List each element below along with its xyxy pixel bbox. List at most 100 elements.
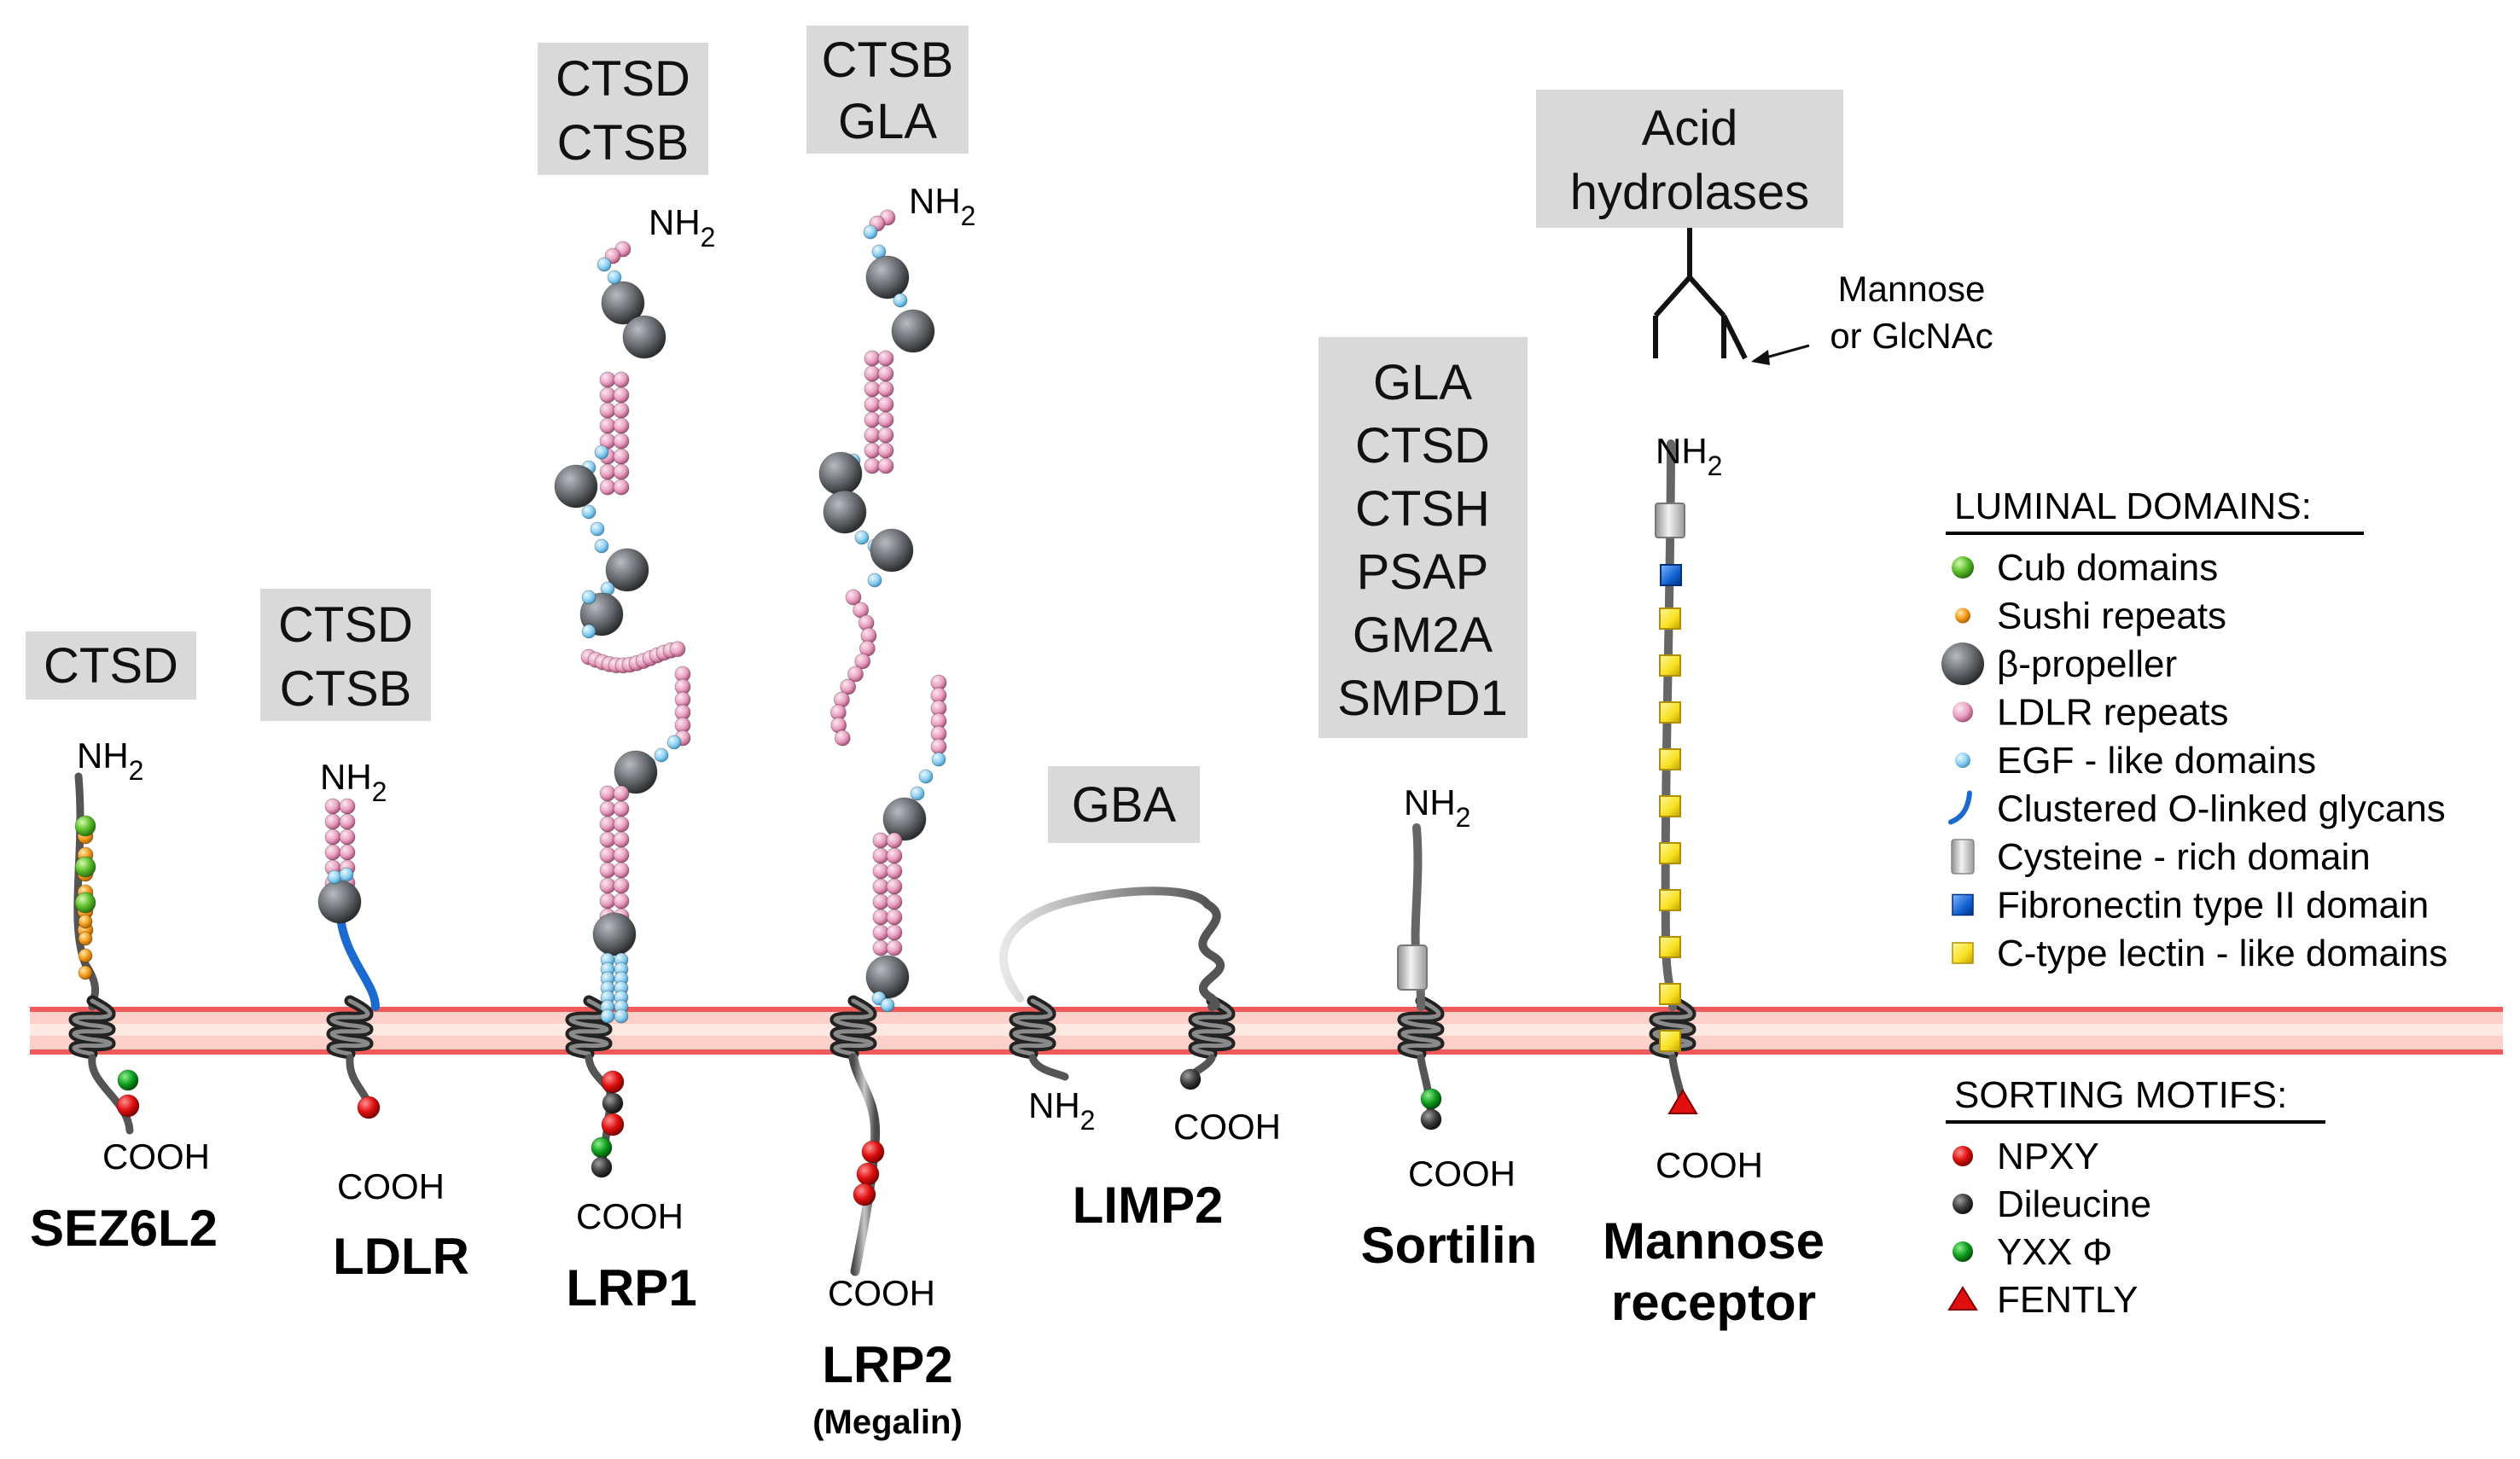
ldlr-repeat [872, 893, 889, 910]
ligand-label: CTSB [557, 115, 690, 171]
ldlr-repeat [834, 730, 851, 747]
egf-domain [854, 530, 870, 545]
protein-name-sez6l2: SEZ6L2 [30, 1200, 218, 1257]
egf-domain [918, 769, 934, 784]
ldlr-repeat [877, 427, 894, 444]
ldlr-repeat [872, 863, 889, 880]
cub-domain [74, 856, 96, 878]
protein-name-lrp1: LRP1 [566, 1259, 696, 1317]
cub-domain [74, 892, 96, 914]
ligand-label: CTSD [1355, 418, 1490, 474]
legend-label: FENTLY [1997, 1279, 2138, 1321]
ldlr-repeat [339, 828, 356, 846]
ligand-label: GBA [1072, 777, 1177, 833]
egf-domain [590, 521, 605, 537]
ldlr-repeat [864, 396, 881, 413]
ldlr-repeat [599, 371, 616, 388]
polypeptide-strand [1198, 900, 1225, 1011]
beta-propeller [592, 912, 637, 956]
protein-domains [74, 209, 1698, 1206]
yxx-phi-icon [1953, 1241, 1973, 1262]
ldlr-repeat [599, 892, 616, 910]
egf-domain [339, 867, 354, 882]
ligand-label: GM2A [1353, 607, 1493, 663]
ligand-label: CTSD [556, 51, 690, 107]
beta-propeller [818, 451, 863, 496]
fibronectin-icon [1952, 893, 1974, 916]
ldlr-repeat [877, 365, 894, 382]
beta-propeller [882, 797, 927, 841]
egf-domain [867, 573, 882, 588]
n-terminus-label: NH2 [77, 735, 143, 786]
ldlr-repeat [324, 844, 341, 861]
glycan-tree-icon [1653, 228, 1810, 365]
ligand-label: CTSH [1355, 481, 1490, 537]
polypeptide-strand [88, 1054, 134, 1135]
ldlr-repeat [877, 396, 894, 413]
ldlr-repeat [877, 381, 894, 398]
npxy-motif [861, 1140, 885, 1164]
ldlr-repeat [324, 828, 341, 846]
egf-domain [614, 1009, 629, 1024]
ligand-label: GLA [1373, 355, 1472, 410]
ldlr-repeat [864, 442, 881, 459]
ldlr-repeat [613, 816, 630, 833]
ldlr-repeat-icon [1953, 701, 1973, 723]
ldlr-repeat [339, 813, 356, 830]
legend-label: Clustered O-linked glycans [1997, 788, 2446, 830]
ligand-box-sez6l2: CTSD [26, 631, 196, 700]
npxy-motif [357, 1096, 381, 1119]
ldlr-repeat [872, 847, 889, 864]
c-type-lectin-domain [1659, 701, 1681, 724]
beta-propeller [891, 309, 935, 353]
beta-propeller [317, 880, 362, 924]
c-type-lectin-domain [1659, 748, 1681, 770]
ldlr-repeat [599, 479, 616, 496]
c-type-lectin-domain [1659, 936, 1681, 958]
ligand-label: Acid [1642, 101, 1738, 156]
beta-propeller [823, 490, 867, 534]
c-terminus-label: COOH [576, 1196, 684, 1236]
ldlr-repeat [877, 457, 894, 474]
transmembrane-helix-highlight [72, 998, 113, 1056]
c-terminus-label: COOH [1408, 1154, 1516, 1194]
egf-domain [666, 735, 682, 750]
cysteine-rich-domain [1397, 945, 1428, 991]
ldlr-repeat [930, 738, 947, 755]
ldlr-repeat [613, 387, 630, 404]
cub-domain [74, 815, 96, 837]
egf-domain [880, 997, 895, 1013]
ldlr-repeat [872, 878, 889, 895]
c-type-lectin-domain [1659, 842, 1681, 864]
ldlr-repeat [599, 816, 616, 833]
ligand-box-mannose-receptor: Acid hydrolases [1536, 90, 1843, 228]
n-terminus-label: NH2 [1028, 1085, 1095, 1136]
protein-name-lrp2: LRP2 [822, 1336, 952, 1393]
sushi-repeat [78, 914, 93, 929]
dileucine-motif [591, 1156, 613, 1178]
egf-domain [581, 504, 597, 520]
yxx-phi-motif [591, 1136, 613, 1159]
yxx-phi-motif [117, 1069, 139, 1091]
ldlr-repeat [872, 924, 889, 941]
ldlr-repeat [864, 457, 881, 474]
ligand-label: CTSD [278, 597, 413, 653]
legend-label: Cub domains [1997, 547, 2218, 589]
egf-domain [893, 293, 908, 308]
dileucine-motif [1420, 1108, 1442, 1131]
egf-domain [594, 445, 609, 460]
cysteine-rich-icon [1951, 839, 1975, 875]
lysosomal-membrane [30, 1007, 2503, 1055]
egf-domain [597, 257, 612, 272]
beta-propeller [601, 281, 645, 325]
n-terminus-label: NH2 [1656, 431, 1722, 481]
c-type-lectin-domain [1659, 654, 1681, 677]
limp2-luminal-loop [999, 886, 1212, 1003]
o-linked-glycan-icon [1948, 790, 1972, 825]
ldlr-repeat [613, 433, 630, 450]
ldlr-repeat [864, 427, 881, 444]
egf-domain [931, 752, 946, 767]
ldlr-repeat [599, 877, 616, 894]
ldlr-repeat [599, 402, 616, 419]
